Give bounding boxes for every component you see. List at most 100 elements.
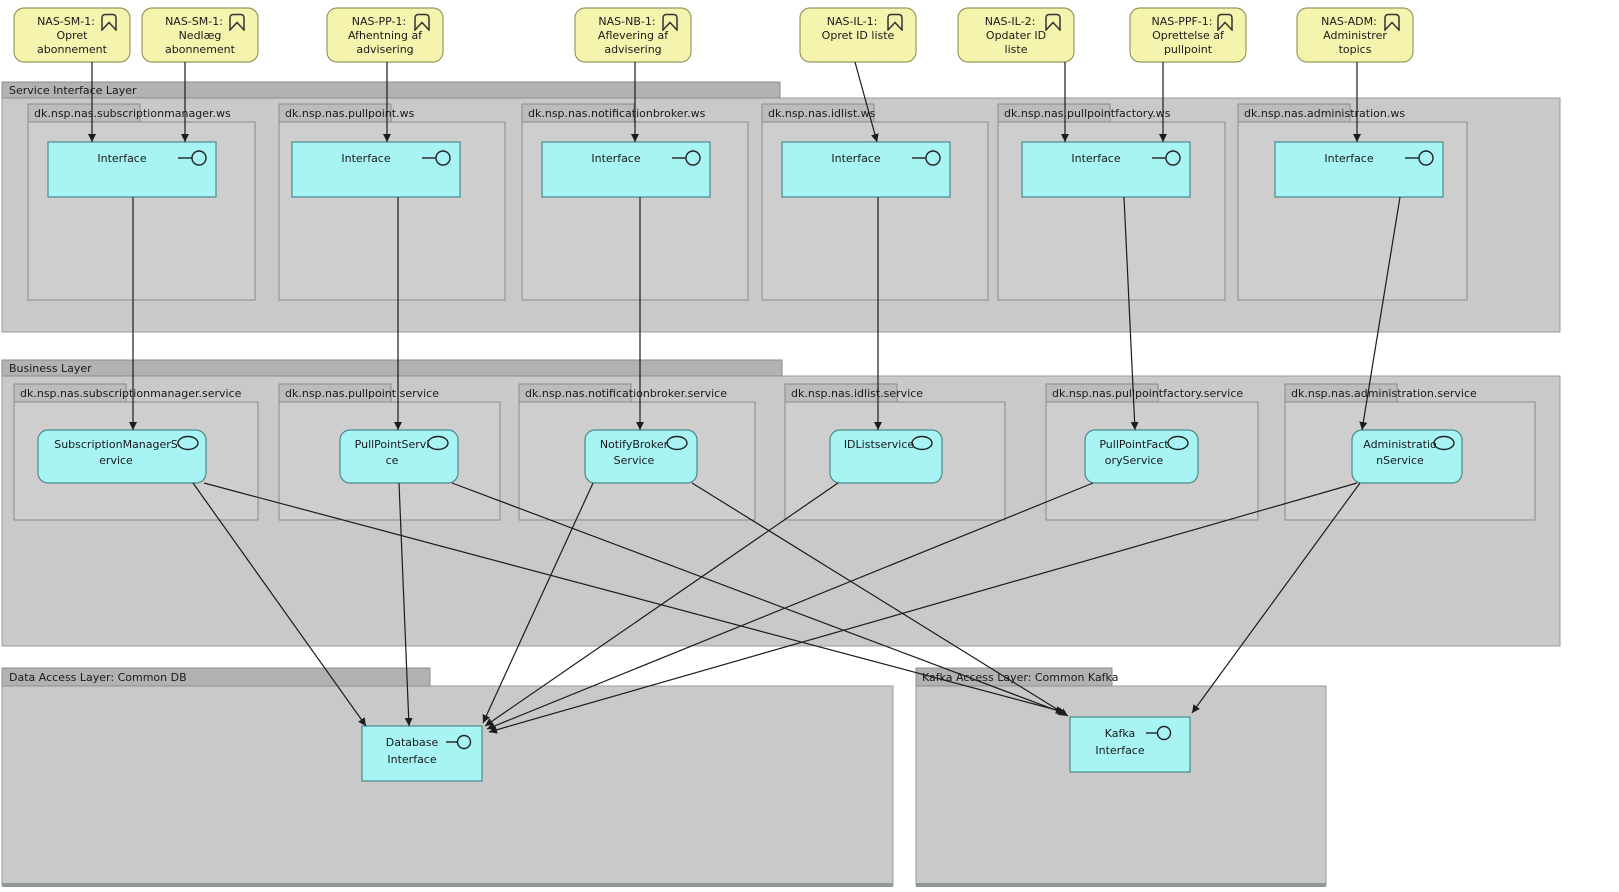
package-label: dk.nsp.nas.pullpoint.service [285,387,439,400]
requirement-label: Nedlæg [179,29,222,42]
requirement-node-nedlaeg-abonnement[interactable]: NAS-SM-1: Nedlæg abonnement [141,7,259,63]
service-label: IDListservice [844,438,915,451]
arrow-pullpointservice-to-database-interface [398,482,413,727]
arrow-req-opret-id-liste-to-idlist-interface [854,61,879,143]
requirement-id: NAS-SM-1: [165,15,223,28]
provided-interface-icon [1146,725,1172,741]
package-label: dk.nsp.nas.idlist.ws [768,107,876,120]
service-node-pullpointfactory[interactable]: PullPointFact oryService [1084,429,1199,484]
arrow-notifybrokerservice-to-kafka-interface [691,482,1069,717]
package-administration-service[interactable]: dk.nsp.nas.administration.service [1284,383,1536,521]
interface-label: Interface [1095,744,1144,757]
package-pullpointfactory-ws[interactable]: dk.nsp.nas.pullpointfactory.ws [997,103,1226,301]
package-notificationbroker-service[interactable]: dk.nsp.nas.notificationbroker.service [518,383,756,521]
requirement-label: advisering [356,43,413,56]
interface-label: Interface [387,753,436,766]
service-label: Administratio [1363,438,1437,451]
requirement-label: Afhentning af [348,29,423,42]
service-label: oryService [1105,454,1164,467]
package-label: dk.nsp.nas.subscriptionmanager.service [20,387,242,400]
interface-node-database[interactable]: Database Interface [361,725,483,782]
service-node-subscriptionmanager[interactable]: SubscriptionManagerS ervice [37,429,207,484]
service-icon [1433,435,1455,451]
layer-title: Kafka Access Layer: Common Kafka [922,671,1118,684]
arrow-administration-interface-to-administrationservice [1359,196,1401,431]
provided-interface-icon [912,150,941,166]
service-label: PullPointFact [1099,438,1169,451]
service-icon [1167,435,1189,451]
requirement-id: NAS-SM-1: [37,15,95,28]
kafka-access-layer-bottom-edge [916,883,1326,887]
service-label: SubscriptionManagerS [54,438,178,451]
arrow-subscriptionmanagerservice-to-kafka-interface [203,482,1065,714]
package-label: dk.nsp.nas.administration.service [1291,387,1477,400]
provided-interface-icon [672,150,701,166]
interface-node-notificationbroker[interactable]: Interface [541,141,711,198]
service-icon [177,435,199,451]
business-layer-titlebar [1,359,783,377]
arrow-pullpointfactory-interface-to-pullpointfactoryservice [1123,196,1139,431]
interface-label: Interface [831,152,880,165]
data-access-layer-titlebar [1,667,431,687]
provided-interface-icon [1152,150,1181,166]
layer-title: Data Access Layer: Common DB [9,671,187,684]
package-label: dk.nsp.nas.idlist.service [791,387,923,400]
requirement-label: advisering [604,43,661,56]
interface-node-subscriptionmanager[interactable]: Interface [47,141,217,198]
interface-label: Interface [591,152,640,165]
service-node-idlist[interactable]: IDListservice [829,429,943,484]
package-subscriptionmanager-ws[interactable]: dk.nsp.nas.subscriptionmanager.ws [27,103,256,301]
interface-node-administration[interactable]: Interface [1274,141,1444,198]
requirement-node-aflevering-advisering[interactable]: NAS-NB-1: Aflevering af advisering [574,7,692,63]
service-icon [427,435,449,451]
service-node-pullpoint[interactable]: PullPointServi ce [339,429,459,484]
kafka-access-layer-group[interactable]: Kafka Access Layer: Common Kafka [915,667,1327,887]
requirement-id: NAS-IL-1: [827,15,878,28]
service-icon [666,435,688,451]
arrow-pullpointfactoryservice-to-database-interface [486,482,1094,730]
package-pullpoint-ws[interactable]: dk.nsp.nas.pullpoint.ws [278,103,506,301]
service-node-administration[interactable]: Administratio nService [1351,429,1463,484]
interface-node-kafka[interactable]: Kafka Interface [1069,716,1191,773]
data-access-layer-body [1,685,894,886]
requirement-label: Opret ID liste [822,29,895,42]
service-label: Service [614,454,655,467]
connectors [88,61,1401,734]
package-label: dk.nsp.nas.notificationbroker.ws [528,107,706,120]
requirement-label: Opdater ID [986,29,1046,42]
arrow-notifybrokerservice-to-database-interface [482,482,594,724]
data-access-layer-bottom-edge [2,883,893,887]
requirement-node-administrer-topics[interactable]: NAS-ADM: Administrer topics [1296,7,1414,63]
requirement-label: topics [1339,43,1372,56]
requirement-node-oprettelse-pullpoint[interactable]: NAS-PPF-1: Oprettelse af pullpoint [1129,7,1247,63]
interface-label: Interface [97,152,146,165]
interface-node-pullpoint[interactable]: Interface [291,141,461,198]
arrow-administrationservice-to-kafka-interface [1191,482,1361,714]
requirement-node-opdater-id-liste[interactable]: NAS-IL-2: Opdater ID liste [957,7,1075,63]
service-label: nService [1376,454,1424,467]
requirement-id: NAS-NB-1: [598,15,655,28]
service-label: NotifyBroker [600,438,669,451]
package-administration-ws[interactable]: dk.nsp.nas.administration.ws [1237,103,1468,301]
kafka-access-layer-body [915,685,1327,886]
arrow-subscriptionmanagerservice-to-database-interface [192,482,367,727]
interface-label: Interface [1071,152,1120,165]
interface-node-pullpointfactory[interactable]: Interface [1021,141,1191,198]
interface-node-idlist[interactable]: Interface [781,141,951,198]
data-access-layer-group[interactable]: Data Access Layer: Common DB [1,667,894,887]
requirement-node-opret-abonnement[interactable]: NAS-SM-1: Opret abonnement [13,7,131,63]
requirement-label: abonnement [165,43,236,56]
provided-interface-icon [422,150,451,166]
requirement-node-opret-id-liste[interactable]: NAS-IL-1: Opret ID liste [799,7,917,63]
package-label: dk.nsp.nas.pullpoint.ws [285,107,415,120]
requirement-id: NAS-ADM: [1321,15,1377,28]
requirement-label: Oprettelse af [1152,29,1225,42]
provided-interface-icon [1405,150,1434,166]
service-node-notifybroker[interactable]: NotifyBroker Service [584,429,698,484]
provided-interface-icon [446,734,472,750]
package-label: dk.nsp.nas.notificationbroker.service [525,387,727,400]
requirement-label: pullpoint [1164,43,1213,56]
package-label: dk.nsp.nas.subscriptionmanager.ws [34,107,231,120]
requirement-node-afhentning-advisering[interactable]: NAS-PP-1: Afhentning af advisering [326,7,444,63]
